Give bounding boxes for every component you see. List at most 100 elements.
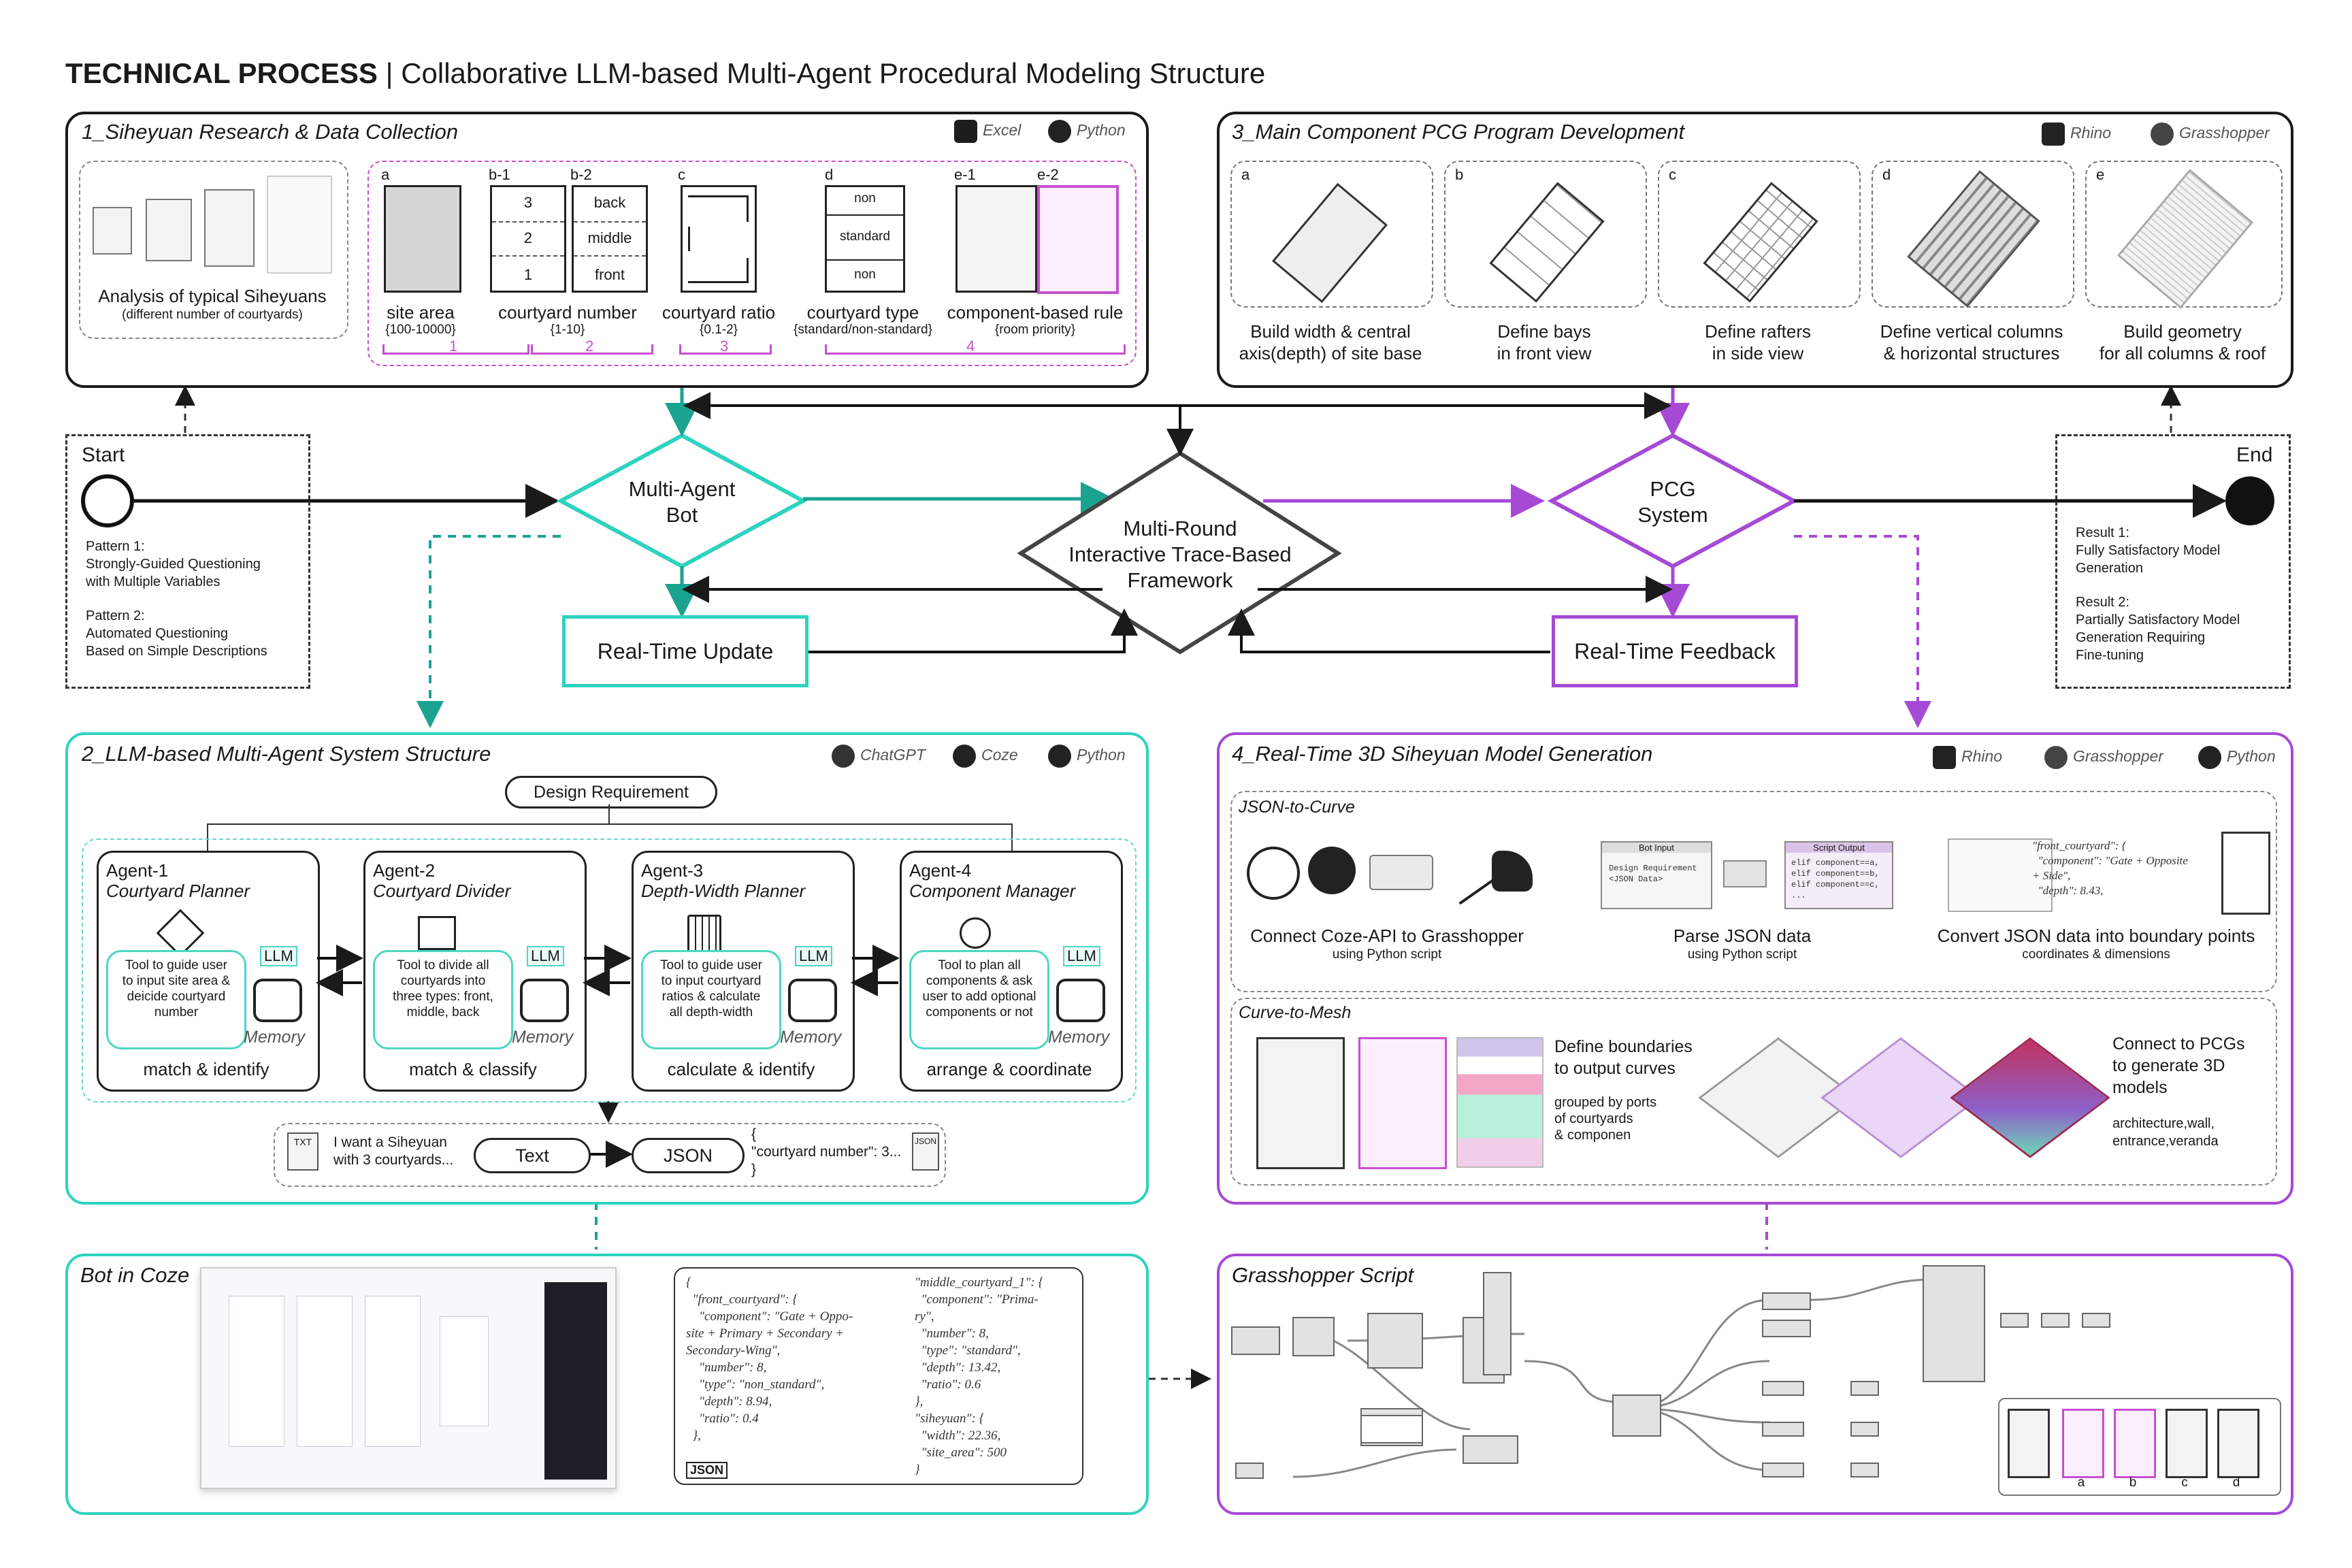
variant-plan-c <box>2166 1409 2208 1478</box>
bot-input-code: Design Requirement <JSON Data> <box>1609 864 1697 884</box>
bot-to-panel2-dashed <box>416 535 561 728</box>
coze-icon <box>953 745 976 768</box>
b2-divider-1 <box>574 221 646 223</box>
pattern2-title: Pattern 2: <box>86 608 145 623</box>
param-courtyard-number-range: {1-10} <box>550 323 585 337</box>
robot-icon <box>788 979 837 1022</box>
pcg-step-e: e <box>2085 161 2283 309</box>
jc-2-l2: using Python script <box>1687 947 1797 962</box>
plan-thumb-3 <box>204 189 255 267</box>
result1-title: Result 1: <box>2076 525 2129 540</box>
panel1-title: 1_Siheyuan Research & Data Collection <box>82 120 459 144</box>
framework-l3: Framework <box>1127 568 1233 592</box>
agent-2-tool: Tool to divide all courtyards into three… <box>373 950 513 1049</box>
index-4: 4 <box>966 338 975 355</box>
letter-b2: b-2 <box>570 166 592 183</box>
curve-to-mesh-title: Curve-to-Mesh <box>1239 1003 1352 1022</box>
cm-right-l3: models <box>2112 1078 2168 1097</box>
agent-2-tool-l1: Tool to divide all <box>397 958 489 973</box>
pcg-step-d-l2: & horizontal structures <box>1883 343 2060 363</box>
analysis-label: Analysis of typical Siheyuans <box>98 286 327 306</box>
agent-3-tool: Tool to guide user to input courtyard ra… <box>641 950 781 1049</box>
b1-divider-2 <box>492 255 564 257</box>
python-icon <box>1048 745 1071 768</box>
cm-right-sub-l1: architecture,wall, <box>2112 1116 2215 1131</box>
gh-nodes <box>1231 1265 2110 1479</box>
json-preview-l2: "courtyard number": 3... <box>751 1144 902 1160</box>
python-logo-2: Python <box>1048 745 1126 768</box>
framework-label: Multi-Round Interactive Trace-Based Fram… <box>1044 516 1316 593</box>
variant-plan-d <box>2217 1409 2259 1478</box>
parameters-card <box>368 161 1137 366</box>
result2-title: Result 2: <box>2076 595 2129 610</box>
json-pill: JSON <box>632 1138 745 1173</box>
plan-curve-2 <box>1358 1037 1447 1169</box>
cm-define-text: Define boundaries to output curves <box>1554 1036 1693 1079</box>
courtyard-ratio-box <box>681 185 757 293</box>
param-courtyard-type-range: {standard/non-standard} <box>794 323 932 337</box>
cm-sub-l1: grouped by ports <box>1554 1095 1657 1110</box>
agent-3-action: calculate & identify <box>667 1059 815 1079</box>
json-preview-l1: { <box>751 1126 757 1142</box>
pcg-step-c-letter: c <box>1669 166 1676 183</box>
agent-4-id: Agent-4 <box>909 860 972 881</box>
b2-back: back <box>593 194 626 211</box>
json-preview: { "courtyard number": 3... } <box>751 1126 901 1179</box>
agent-4-tool-l2: components & ask <box>926 974 1033 988</box>
agent-3-tool-l1: Tool to guide user <box>660 958 762 973</box>
io-example-card <box>274 1123 946 1187</box>
index-1: 1 <box>449 338 458 355</box>
b1-n3: 3 <box>523 194 533 211</box>
agent-3-tool-l3: ratios & calculate <box>662 990 761 1004</box>
pcg-step-a-letter: a <box>1241 166 1250 183</box>
agent-1-tool-l2: to input site area & <box>122 974 231 988</box>
python-logo-3: Python <box>2198 746 2276 769</box>
json-to-curve-title: JSON-to-Curve <box>1239 798 1355 817</box>
letter-c: c <box>678 166 685 183</box>
rhino-icon <box>2042 122 2065 146</box>
agent-1-llm: LLM <box>260 946 297 966</box>
python-icon <box>2198 746 2221 769</box>
framework-l1: Multi-Round <box>1123 517 1237 540</box>
example-prompt-l1: I want a Siheyuan <box>333 1134 447 1150</box>
siheyuan-analysis-card <box>79 161 348 339</box>
param-courtyard-ratio-range: {0.1-2} <box>700 323 738 337</box>
variant-plan-base <box>2008 1409 2050 1478</box>
boundary-plan-thumb <box>2221 832 2270 915</box>
letter-e2: e-2 <box>1037 166 1059 183</box>
pcg-step-b: b <box>1444 161 1647 308</box>
pattern1-line1: Strongly-Guided Questioning <box>86 557 261 572</box>
agent-4-name: Component Manager <box>909 881 1076 901</box>
chatgpt-icon <box>1247 847 1300 900</box>
agent-1-tool-l4: number <box>154 1005 199 1019</box>
panel2-title: 2_LLM-based Multi-Agent System Structure <box>82 742 491 766</box>
page-title: TECHNICAL PROCESS | Collaborative LLM-ba… <box>65 57 1265 90</box>
cm-right-l2: to generate 3D <box>2112 1056 2225 1075</box>
title-rest: | Collaborative LLM-based Multi-Agent Pr… <box>385 57 1266 89</box>
txt-file-icon: TXT <box>287 1132 318 1171</box>
pcg-step-a-l2: axis(depth) of site base <box>1239 343 1422 363</box>
coze-workflow-node <box>297 1296 353 1447</box>
curve-to-mesh-card <box>1230 998 2277 1186</box>
coze-screenshot <box>200 1267 617 1489</box>
plan-curve-1 <box>1256 1037 1345 1169</box>
b1-divider-1 <box>492 221 564 223</box>
site-area-box <box>384 185 461 293</box>
agent-1-tool-l3: deicide courtyard <box>127 990 226 1004</box>
jc-2-l1: Parse JSON data <box>1673 926 1812 946</box>
pcg-step-d-letter: d <box>1882 166 1891 183</box>
result1-line2: Generation <box>2076 561 2143 576</box>
pcg-step-e-l2: for all columns & roof <box>2099 343 2266 363</box>
b2-front: front <box>594 266 625 283</box>
jc-1-l1: Connect Coze-API to Grasshopper <box>1250 926 1524 946</box>
cm-right-text: Connect to PCGs to generate 3D models <box>2112 1033 2245 1098</box>
panel3-title: 3_Main Component PCG Program Development <box>1232 120 1685 144</box>
script-output-label: Script Output <box>1786 843 1892 853</box>
pcg-step-a: a <box>1230 161 1433 308</box>
json-snippet: "front_courtyard": { "component": "Gate … <box>2032 839 2188 897</box>
param-component-rule-range: {room priority} <box>994 323 1076 337</box>
api-icons <box>1247 841 1533 905</box>
component-rule-e2 <box>1037 185 1119 294</box>
